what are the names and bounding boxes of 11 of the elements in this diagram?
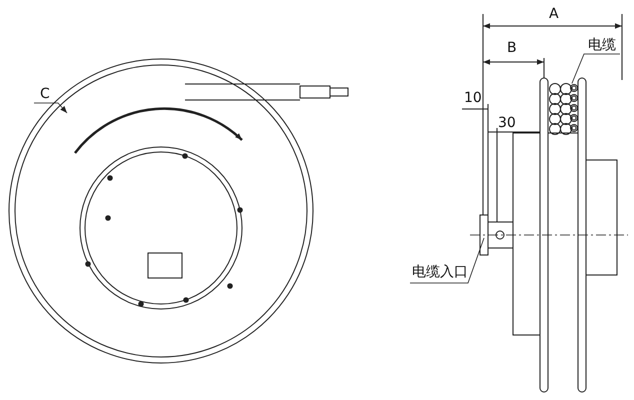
leader-line <box>34 102 68 114</box>
leader-line <box>410 238 484 284</box>
callout-label: 电缆 <box>588 37 616 53</box>
dimension-label: 10 <box>464 90 482 106</box>
cable-coil-drawing <box>549 83 578 135</box>
dimension-label: 30 <box>498 115 516 131</box>
leader-line <box>572 54 620 84</box>
dimension-label: B <box>507 40 517 56</box>
callout-label: 电缆入口 <box>412 264 468 280</box>
callout-label: C <box>40 86 50 102</box>
dimension-label: A <box>549 6 559 22</box>
